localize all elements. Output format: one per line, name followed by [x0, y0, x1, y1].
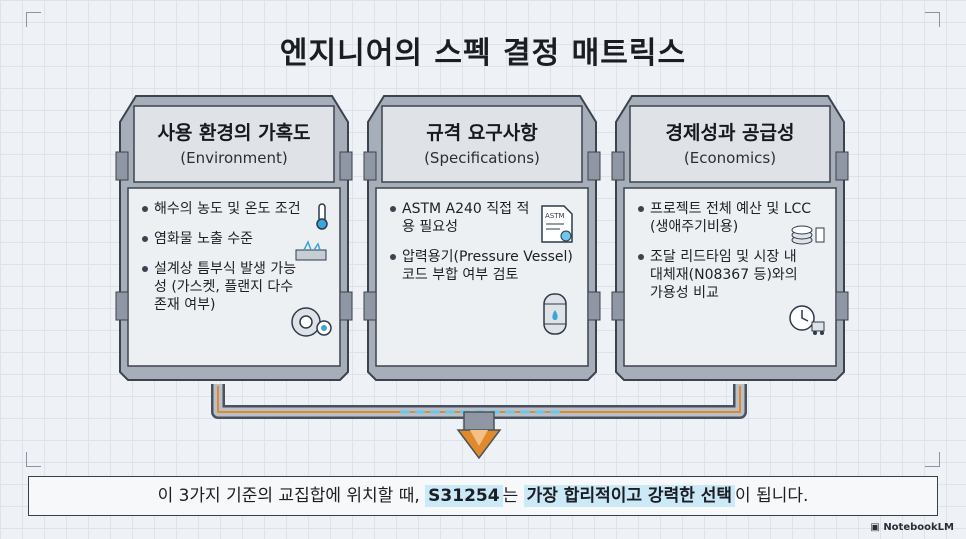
panel-title-en: (Economics): [683, 149, 777, 167]
panel-environment: 사용 환경의 가혹도 (Environment) 해수의 농도 및 온도 조건 …: [112, 92, 356, 382]
clock-truck-icon: [789, 305, 825, 335]
panel-title-en: (Environment): [180, 149, 288, 167]
conclusion-post: 이 됩니다.: [735, 486, 809, 506]
panel-title-ko: 사용 환경의 가혹도: [157, 122, 311, 144]
panel-title-ko: 경제성과 공급성: [665, 122, 795, 144]
conclusion-mid: 는: [502, 486, 524, 506]
list-item: 압력용기(Pressure Vessel) 코드 부합 여부 검토: [390, 248, 582, 284]
list-item: 염화물 노출 수준: [142, 230, 332, 248]
corrosion-icon: [295, 240, 327, 261]
thermometer-icon: [316, 203, 328, 230]
list-item: ASTM A240 직접 적용 필요성: [390, 200, 532, 236]
coins-icon: [791, 225, 825, 245]
choice-highlight: 가장 합리적이고 강력한 선택: [523, 485, 736, 507]
panel-title-ko: 규격 요구사항: [426, 122, 538, 144]
brand-icon: ▣: [870, 522, 884, 533]
flange-gasket-icon: [291, 307, 332, 337]
frame-corner-tl: [26, 12, 41, 27]
list-item: 프로젝트 전체 예산 및 LCC (생애주기비용): [638, 200, 820, 236]
list-item: 설계상 틈부식 발생 가능성 (가스켓, 플랜지 다수 존재 여부): [142, 260, 304, 314]
frame-corner-br: [925, 452, 940, 467]
converging-pipe: [211, 384, 747, 460]
brand-label: ▣ NotebookLM: [870, 522, 954, 533]
panel-economics: 경제성과 공급성 (Economics) 프로젝트 전체 예산 및 LCC (생…: [608, 92, 852, 382]
astm-label: ASTM: [545, 212, 565, 220]
list-item: 해수의 농도 및 온도 조건: [142, 200, 332, 218]
astm-document-icon: ASTM: [541, 205, 573, 243]
conclusion-pre: 이 3가지 기준의 교집합에 위치할 때,: [157, 486, 426, 506]
frame-corner-bl: [26, 452, 41, 467]
grade-highlight: S31254: [425, 485, 503, 507]
list-item: 조달 리드타임 및 시장 내 대체재(N08367 등)와의 가용성 비교: [638, 248, 800, 302]
pressure-vessel-icon: [543, 293, 567, 335]
frame-corner-tr: [925, 12, 940, 27]
panel-title-en: (Specifications): [424, 149, 540, 167]
panel-specifications: 규격 요구사항 (Specifications) ASTM A240 직접 적용…: [360, 92, 604, 382]
diagram-title: 엔지니어의 스펙 결정 매트릭스: [279, 36, 687, 71]
